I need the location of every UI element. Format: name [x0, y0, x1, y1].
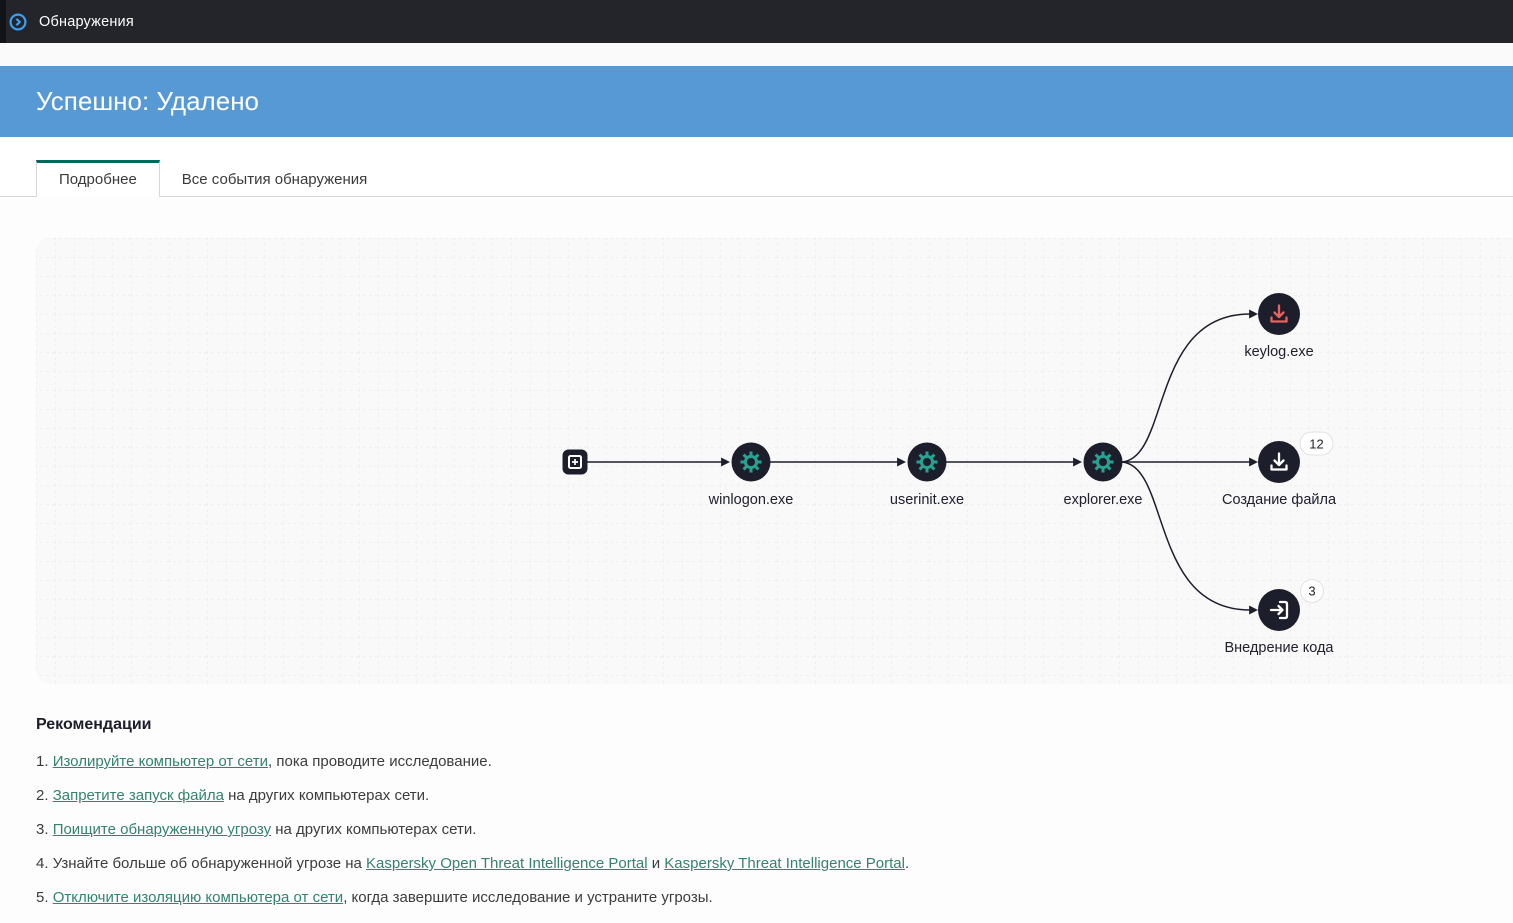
recommendation-item-2: 2. Запретите запуск файла на других комп… — [36, 786, 1436, 806]
node-circle — [731, 442, 771, 482]
node-label-file-creation: Создание файла — [1222, 492, 1337, 508]
node-explorer[interactable] — [1083, 442, 1123, 482]
plus-glyph — [572, 459, 578, 465]
item-text: Узнайте больше об обнаруженной угрозе на — [52, 855, 367, 872]
expand-plus-icon — [568, 455, 582, 469]
item-text: на других компьютерах сети. — [223, 787, 430, 804]
node-keylog[interactable] — [1258, 293, 1300, 335]
item-number: 3. — [36, 821, 49, 838]
node-circle — [1083, 442, 1123, 482]
top-bar-left-edge — [0, 0, 6, 43]
node-label-code-injection: Внедрение кода — [1225, 640, 1335, 656]
recommendations-heading: Рекомендации — [36, 716, 152, 733]
edge-explorer-codeinjection — [1121, 461, 1259, 615]
kaspersky-opentip-link[interactable]: Kaspersky Open Threat Intelligence Porta… — [366, 855, 648, 872]
item-text: , пока проводите исследование. — [268, 753, 492, 770]
node-circle — [907, 442, 947, 482]
node-label-explorer: explorer.exe — [1064, 492, 1143, 508]
tab-all-detection-events[interactable]: Все события обнаружения — [160, 159, 390, 196]
item-text: и — [647, 855, 665, 872]
tab-all-detection-events-label: Все события обнаружения — [181, 170, 368, 188]
item-number: 2. — [36, 787, 49, 804]
status-banner: Успешно: Удалено — [0, 66, 1513, 137]
badge-count: 12 — [1309, 437, 1323, 452]
item-text: , когда завершите исследование и устрани… — [343, 889, 713, 906]
tab-details[interactable]: Подробнее — [36, 160, 160, 197]
badge-pill — [1300, 579, 1324, 603]
disable-isolation-link[interactable]: Отключите изоляцию компьютера от сети — [52, 889, 344, 906]
node-label-userinit: userinit.exe — [890, 492, 964, 508]
recommendation-item-4: 4. Узнайте больше об обнаруженной угрозе… — [36, 854, 1436, 874]
process-tree-panel: winlogon.exe userinit.exe explorer.exe k… — [36, 238, 1513, 684]
node-file-creation[interactable] — [1258, 441, 1300, 483]
node-userinit[interactable] — [907, 442, 947, 482]
node-winlogon[interactable] — [731, 442, 771, 482]
node-code-injection[interactable] — [1258, 589, 1300, 631]
node-root-collapsed[interactable] — [562, 449, 588, 475]
badge-file-creation[interactable]: 12 — [1299, 431, 1334, 456]
tab-details-label: Подробнее — [59, 171, 137, 188]
process-tree-graph: winlogon.exe userinit.exe explorer.exe k… — [36, 238, 1513, 684]
recommendations-section: Рекомендации 1. Изолируйте компьютер от … — [36, 716, 1436, 922]
isolate-computer-link[interactable]: Изолируйте компьютер от сети — [52, 753, 269, 770]
edge-explorer-keylog — [1121, 309, 1259, 463]
kaspersky-tip-link[interactable]: Kaspersky Threat Intelligence Portal — [664, 855, 905, 872]
recommendation-item-1: 1. Изолируйте компьютер от сети, пока пр… — [36, 752, 1436, 772]
item-text: . — [904, 855, 910, 872]
header-gap-strip — [0, 43, 1513, 66]
prevent-file-execution-link[interactable]: Запретите запуск файла — [52, 787, 224, 804]
badge-code-injection[interactable]: 3 — [1300, 579, 1324, 603]
node-label-keylog: keylog.exe — [1244, 344, 1313, 360]
status-banner-title: Успешно: Удалено — [36, 86, 260, 116]
badge-count: 3 — [1308, 584, 1315, 599]
recommendation-item-5: 5. Отключите изоляцию компьютера от сети… — [36, 888, 1436, 908]
graph-edges — [587, 309, 1259, 615]
item-number: 5. — [36, 889, 49, 906]
item-number: 1. — [36, 753, 49, 770]
badge-pill — [1299, 431, 1334, 456]
top-bar: Обнаружения — [0, 0, 1513, 43]
page-title: Обнаружения — [39, 13, 134, 30]
tab-bar: Подробнее Все события обнаружения — [0, 137, 1513, 197]
detection-circle-arrow-icon[interactable] — [9, 12, 27, 31]
node-label-winlogon: winlogon.exe — [708, 492, 794, 508]
search-threat-link[interactable]: Поищите обнаруженную угрозу — [52, 821, 272, 838]
recommendation-item-3: 3. Поищите обнаруженную угрозу на других… — [36, 820, 1436, 840]
item-number: 4. — [36, 855, 49, 872]
item-text: на других компьютерах сети. — [271, 821, 477, 838]
